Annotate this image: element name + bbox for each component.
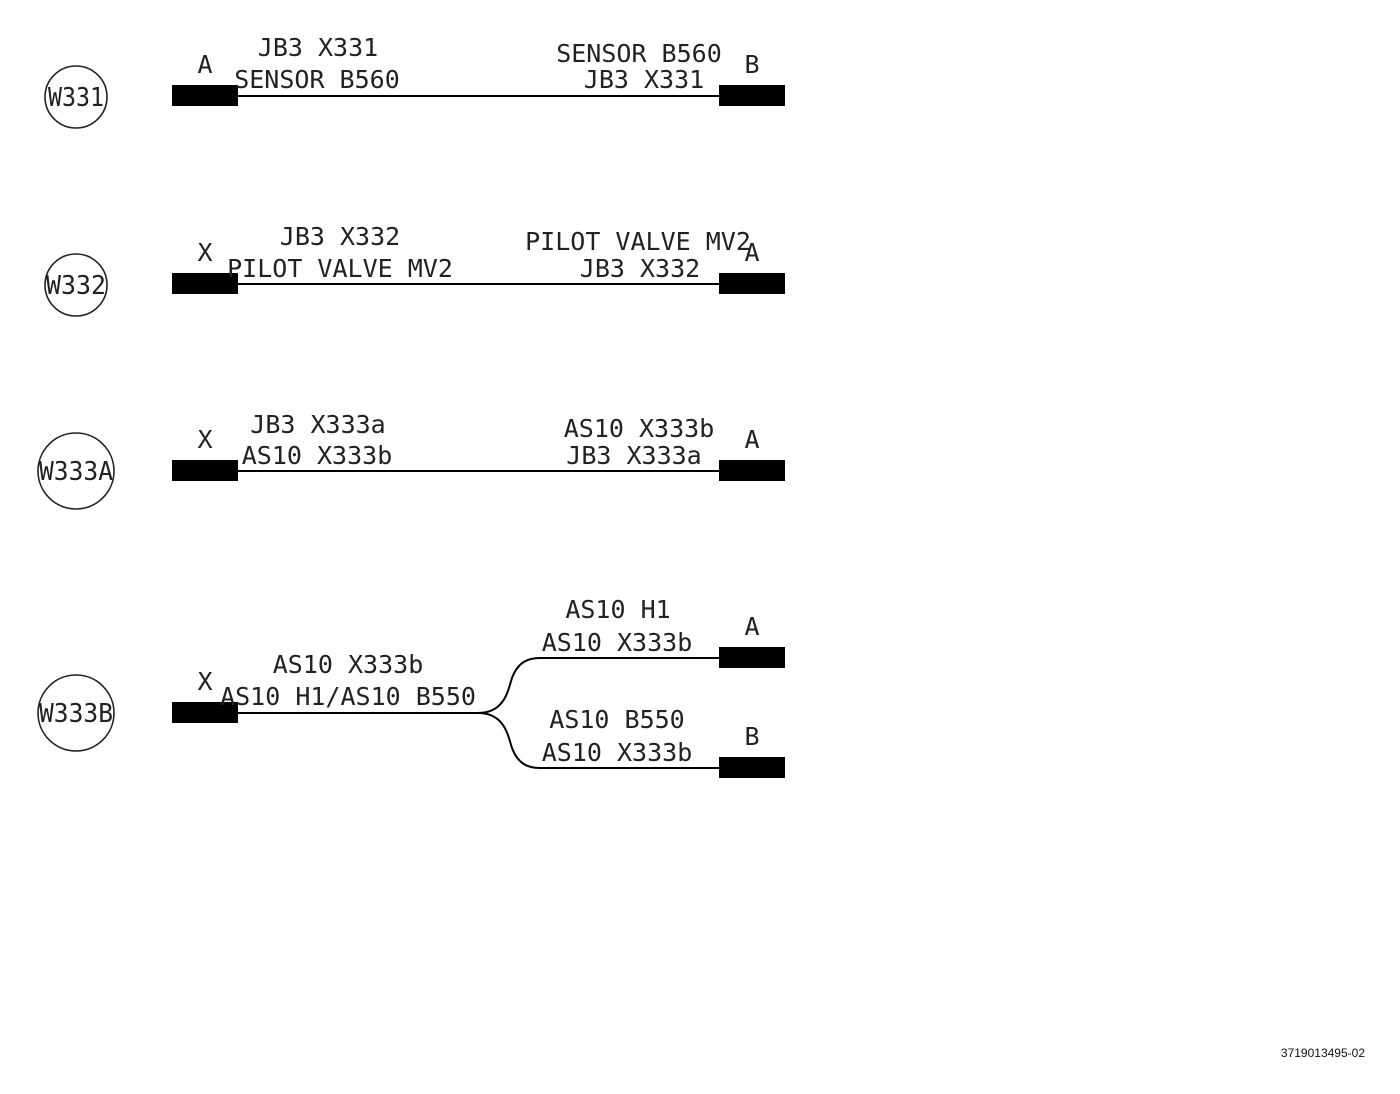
left-label-bottom: AS10 H1/AS10 B550 [220, 682, 476, 711]
cable-id-label: W332 [46, 271, 106, 301]
cable-w333a: W333A X A JB3 X333a AS10 X333b AS10 X333… [37, 410, 785, 510]
left-label-bottom: SENSOR B560 [234, 65, 400, 94]
right-label-bottom: JB3 X332 [580, 254, 700, 283]
connector-left [172, 702, 238, 723]
cable-id-bubble [37, 674, 115, 752]
right-label-top: PILOT VALVE MV2 [525, 227, 751, 256]
cable-id-label: W333B [39, 699, 113, 729]
connector-right [719, 273, 785, 294]
cable-id-label: W331 [48, 83, 104, 113]
left-label-top: JB3 X333a [250, 410, 385, 439]
cable-w331: W331 A B JB3 X331 SENSOR B560 SENSOR B56… [44, 33, 785, 129]
cable-w332: W332 X A JB3 X332 PILOT VALVE MV2 PILOT … [44, 222, 785, 317]
cable-id-bubble [37, 432, 115, 510]
right-end-letter: A [744, 238, 759, 267]
left-label-top: JB3 X331 [258, 33, 378, 62]
cable-w333b: W333B X AS10 X333b AS10 H1/AS10 B550 A A… [37, 595, 785, 778]
right-end-letter: B [744, 50, 759, 79]
left-label-bottom: AS10 X333b [242, 441, 393, 470]
connector-left [172, 85, 238, 106]
right-label-top: AS10 X333b [564, 414, 715, 443]
left-end-letter: X [197, 667, 212, 696]
branch-b-end-letter: B [744, 722, 759, 751]
right-label-bottom: JB3 X331 [584, 65, 704, 94]
left-end-letter: X [197, 238, 212, 267]
right-label-top: SENSOR B560 [556, 39, 722, 68]
wire-branch-a [477, 657, 719, 714]
branch-a-label-top: AS10 H1 [565, 595, 670, 624]
connector-left [172, 273, 238, 294]
branch-b-label-top: AS10 B550 [549, 705, 684, 734]
right-label-bottom: JB3 X333a [566, 441, 701, 470]
document-number: 3719013495-02 [1280, 1046, 1365, 1060]
branch-a-end-letter: A [744, 612, 759, 641]
connector-branch-b [719, 757, 785, 778]
left-label-top: AS10 X333b [273, 650, 424, 679]
left-label-bottom: PILOT VALVE MV2 [227, 254, 453, 283]
connector-right [719, 85, 785, 106]
connector-branch-a [719, 647, 785, 668]
branch-b-label-bottom: AS10 X333b [542, 738, 693, 767]
left-label-top: JB3 X332 [280, 222, 400, 251]
branch-a-label-bottom: AS10 X333b [542, 628, 693, 657]
connector-left [172, 460, 238, 481]
cable-id-bubble [44, 65, 108, 129]
wire-branch-b [477, 712, 719, 769]
left-end-letter: A [197, 50, 212, 79]
cable-id-label: W333A [39, 457, 113, 487]
connector-right [719, 460, 785, 481]
cable-id-bubble [44, 253, 108, 317]
right-end-letter: A [744, 425, 759, 454]
left-end-letter: X [197, 425, 212, 454]
